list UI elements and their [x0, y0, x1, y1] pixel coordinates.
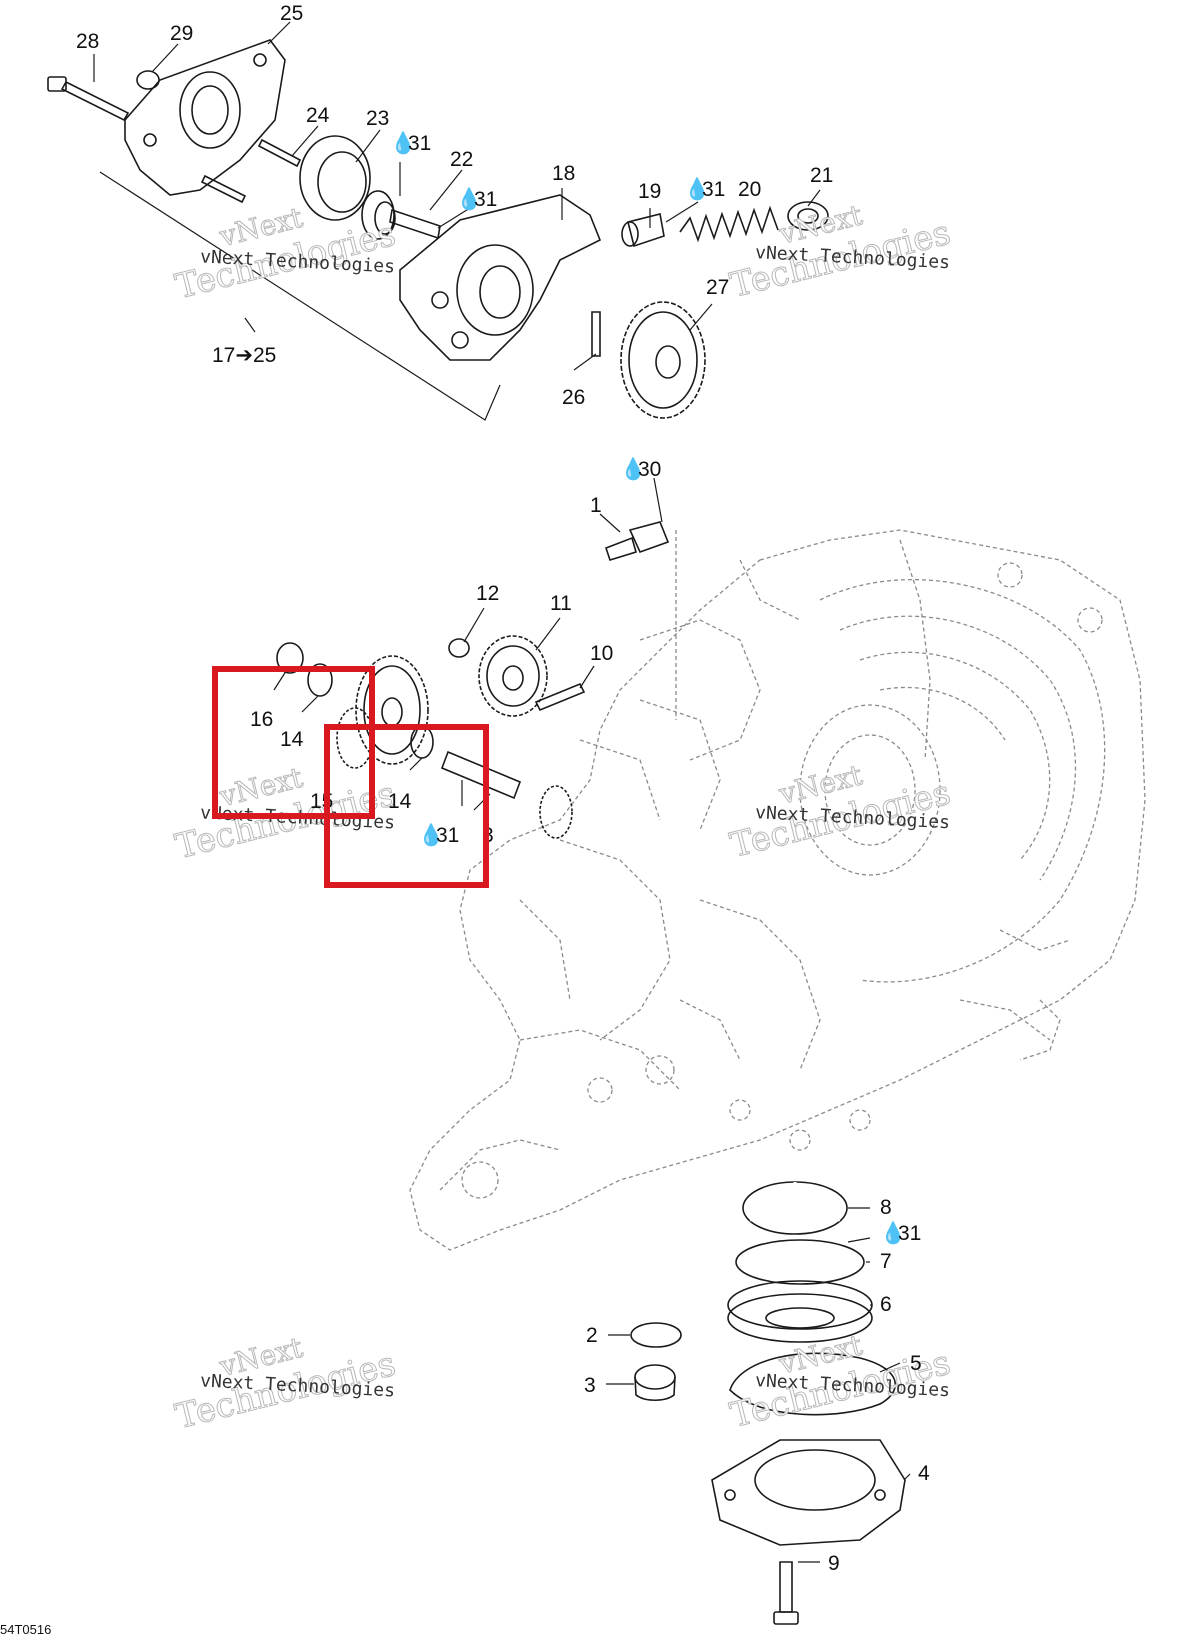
watermark-bottom-left: vNext Technologies	[171, 1330, 400, 1438]
label-5: 5	[910, 1352, 922, 1375]
svg-text:31: 31	[898, 1222, 921, 1245]
label-2: 2	[586, 1324, 598, 1347]
label-11: 11	[550, 592, 572, 615]
part-22-inner-rotor	[361, 190, 441, 240]
part-23-outer-rotor	[299, 135, 371, 221]
svg-text:30: 30	[638, 458, 661, 481]
label-10: 10	[590, 642, 613, 665]
part-21-plug	[787, 201, 829, 231]
part-7-oring	[735, 1239, 865, 1285]
part-20-spring	[679, 205, 779, 243]
label-19: 19	[638, 180, 661, 203]
part-14-washer-a	[307, 663, 333, 697]
part-9-bolt	[773, 1561, 799, 1625]
label-21: 21	[810, 164, 833, 187]
label-12: 12	[476, 582, 499, 605]
highlight-boxes	[212, 666, 489, 888]
label-18: 18	[552, 162, 575, 185]
part-25-pump-cover	[124, 39, 286, 196]
diagram-code: 54T0516	[0, 1622, 51, 1637]
label-1: 1	[590, 494, 602, 517]
label-28: 28	[76, 30, 99, 53]
part-10-pin	[534, 682, 586, 712]
part-5-gasket	[729, 1352, 897, 1416]
part-24-pin-b	[200, 174, 247, 204]
part-2-washer	[630, 1322, 682, 1348]
label-4: 4	[918, 1462, 930, 1485]
label-27: 27	[706, 276, 729, 299]
label-29: 29	[170, 22, 193, 45]
watermark-mid-right: vNext Technologies	[726, 758, 955, 867]
oil-callout-30: 💧 30	[620, 456, 661, 481]
label-7: 7	[880, 1250, 892, 1273]
part-18-pump-body	[399, 194, 602, 361]
part-11-gear	[478, 635, 548, 717]
seal-ring	[539, 785, 573, 839]
label-24: 24	[306, 104, 330, 127]
oil-callouts: 💧 31 💧 31 💧 31 💧 30 💧 31 💧 31	[390, 130, 921, 1245]
part-27-gear	[620, 301, 706, 419]
label-25: 25	[280, 2, 303, 25]
label-8: 8	[880, 1196, 892, 1219]
oil-callout-31: 💧 31	[390, 130, 431, 155]
part-15-gear	[336, 655, 429, 769]
part-19-plunger	[621, 213, 665, 248]
label-17-25: 17➔25	[212, 344, 276, 367]
oil-callout-31: 💧 31	[418, 822, 459, 847]
svg-text:31: 31	[436, 824, 459, 847]
oil-drop-icon: 💧	[418, 822, 444, 847]
oil-callout-31: 💧 31	[880, 1220, 921, 1245]
part-8-screen	[742, 1181, 848, 1235]
oil-drop-icon: 💧	[684, 176, 710, 201]
label-23: 23	[366, 107, 389, 130]
part-6-strainer	[727, 1280, 873, 1343]
part-28-bolt	[47, 76, 130, 122]
oil-pump-assembly	[47, 39, 829, 421]
svg-text:31: 31	[702, 178, 725, 201]
part-1-sensor	[604, 521, 677, 720]
label-14-b: 14	[388, 790, 412, 813]
oil-drop-icon: 💧	[880, 1220, 906, 1245]
oil-drop-icon: 💧	[456, 186, 482, 211]
part-29-oring	[136, 70, 160, 90]
oil-callout-31: 💧 31	[684, 176, 725, 201]
label-3: 3	[584, 1374, 596, 1397]
part-26-pin	[591, 311, 601, 357]
oil-drop-icon: 💧	[390, 130, 416, 155]
engine-housing-outline	[409, 529, 1146, 1251]
label-14-a: 14	[280, 728, 304, 751]
part-4-cover	[711, 1439, 906, 1546]
oil-callout-31: 💧 31	[456, 186, 497, 211]
label-16: 16	[250, 708, 273, 731]
watermark-bottom-right: vNext Technologies	[726, 1328, 955, 1437]
part-24-pin-a	[257, 138, 302, 168]
oil-strainer-assembly	[630, 1181, 906, 1625]
watermark-mid-left: vNext Technologies	[171, 760, 400, 868]
label-22: 22	[450, 148, 473, 171]
part-12-circlip	[448, 638, 470, 658]
svg-text:31: 31	[474, 188, 497, 211]
label-6: 6	[880, 1293, 892, 1316]
label-20: 20	[738, 178, 761, 201]
part-13-shaft	[440, 750, 522, 800]
part-3-drain-plug	[634, 1364, 676, 1402]
svg-text:31: 31	[408, 132, 431, 155]
oil-drop-icon: 💧	[620, 456, 646, 481]
highlight-box-right	[324, 724, 489, 888]
label-9: 9	[828, 1552, 840, 1575]
part-16-bushing	[276, 642, 304, 674]
label-26: 26	[562, 386, 585, 409]
highlight-box-left	[212, 666, 375, 819]
